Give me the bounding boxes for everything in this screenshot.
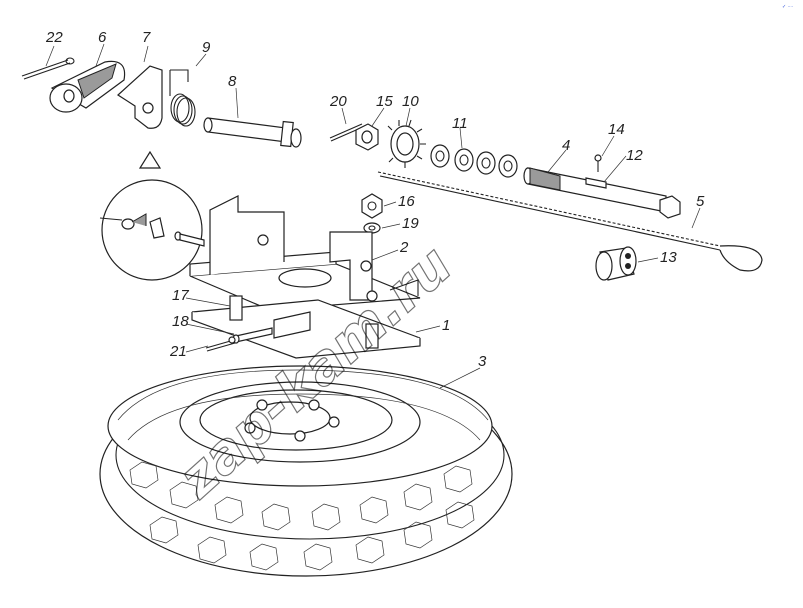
callout-4: 4 [562, 137, 570, 154]
part-11-washers [430, 144, 518, 178]
callout-20: 20 [329, 93, 347, 110]
callout-15: 15 [376, 93, 393, 110]
part-15-nut [355, 123, 379, 151]
callout-21: 21 [169, 343, 187, 360]
callout-17: 17 [172, 287, 189, 304]
part-14-screw [594, 154, 602, 172]
part-22-cotter-pin [21, 57, 75, 80]
callout-12: 12 [626, 147, 643, 164]
inset-detail-bubble [99, 150, 205, 281]
corner-logo-mark: ✓ ∙∙∙∙ [782, 4, 793, 10]
part-1-base-plate [191, 295, 421, 359]
callout-19: 19 [402, 215, 419, 232]
callout-11: 11 [452, 115, 468, 132]
part-18-bolt [232, 327, 273, 344]
part-7-bracket [117, 65, 163, 129]
callout-16: 16 [398, 193, 415, 210]
callout-6: 6 [98, 29, 107, 46]
callout-9: 9 [202, 39, 211, 56]
part-8-pin [203, 117, 302, 148]
part-5-cable [377, 171, 763, 272]
callout-1: 1 [442, 317, 450, 334]
callout-3: 3 [478, 353, 487, 370]
callout-13: 13 [660, 249, 677, 266]
part-12-key [585, 177, 607, 189]
part-16-nut [361, 193, 383, 219]
part-4-axle [523, 167, 681, 219]
part-3-wheel [99, 365, 513, 577]
callout-10: 10 [402, 93, 419, 110]
callout-14: 14 [608, 121, 625, 138]
callout-8: 8 [228, 73, 237, 90]
part-6-roller [49, 60, 126, 113]
callout-5: 5 [696, 193, 705, 210]
callout-7: 7 [142, 29, 151, 46]
part-2-mounting-bracket [189, 195, 421, 311]
callout-2: 2 [399, 239, 409, 256]
part-10-gear [387, 119, 426, 168]
leader-lines [45, 43, 701, 389]
part-9-spring [169, 69, 196, 127]
callout-18: 18 [172, 313, 189, 330]
part-21-cotter-pin [205, 336, 236, 352]
callout-22: 22 [45, 29, 63, 46]
part-13-bushing [595, 246, 637, 281]
